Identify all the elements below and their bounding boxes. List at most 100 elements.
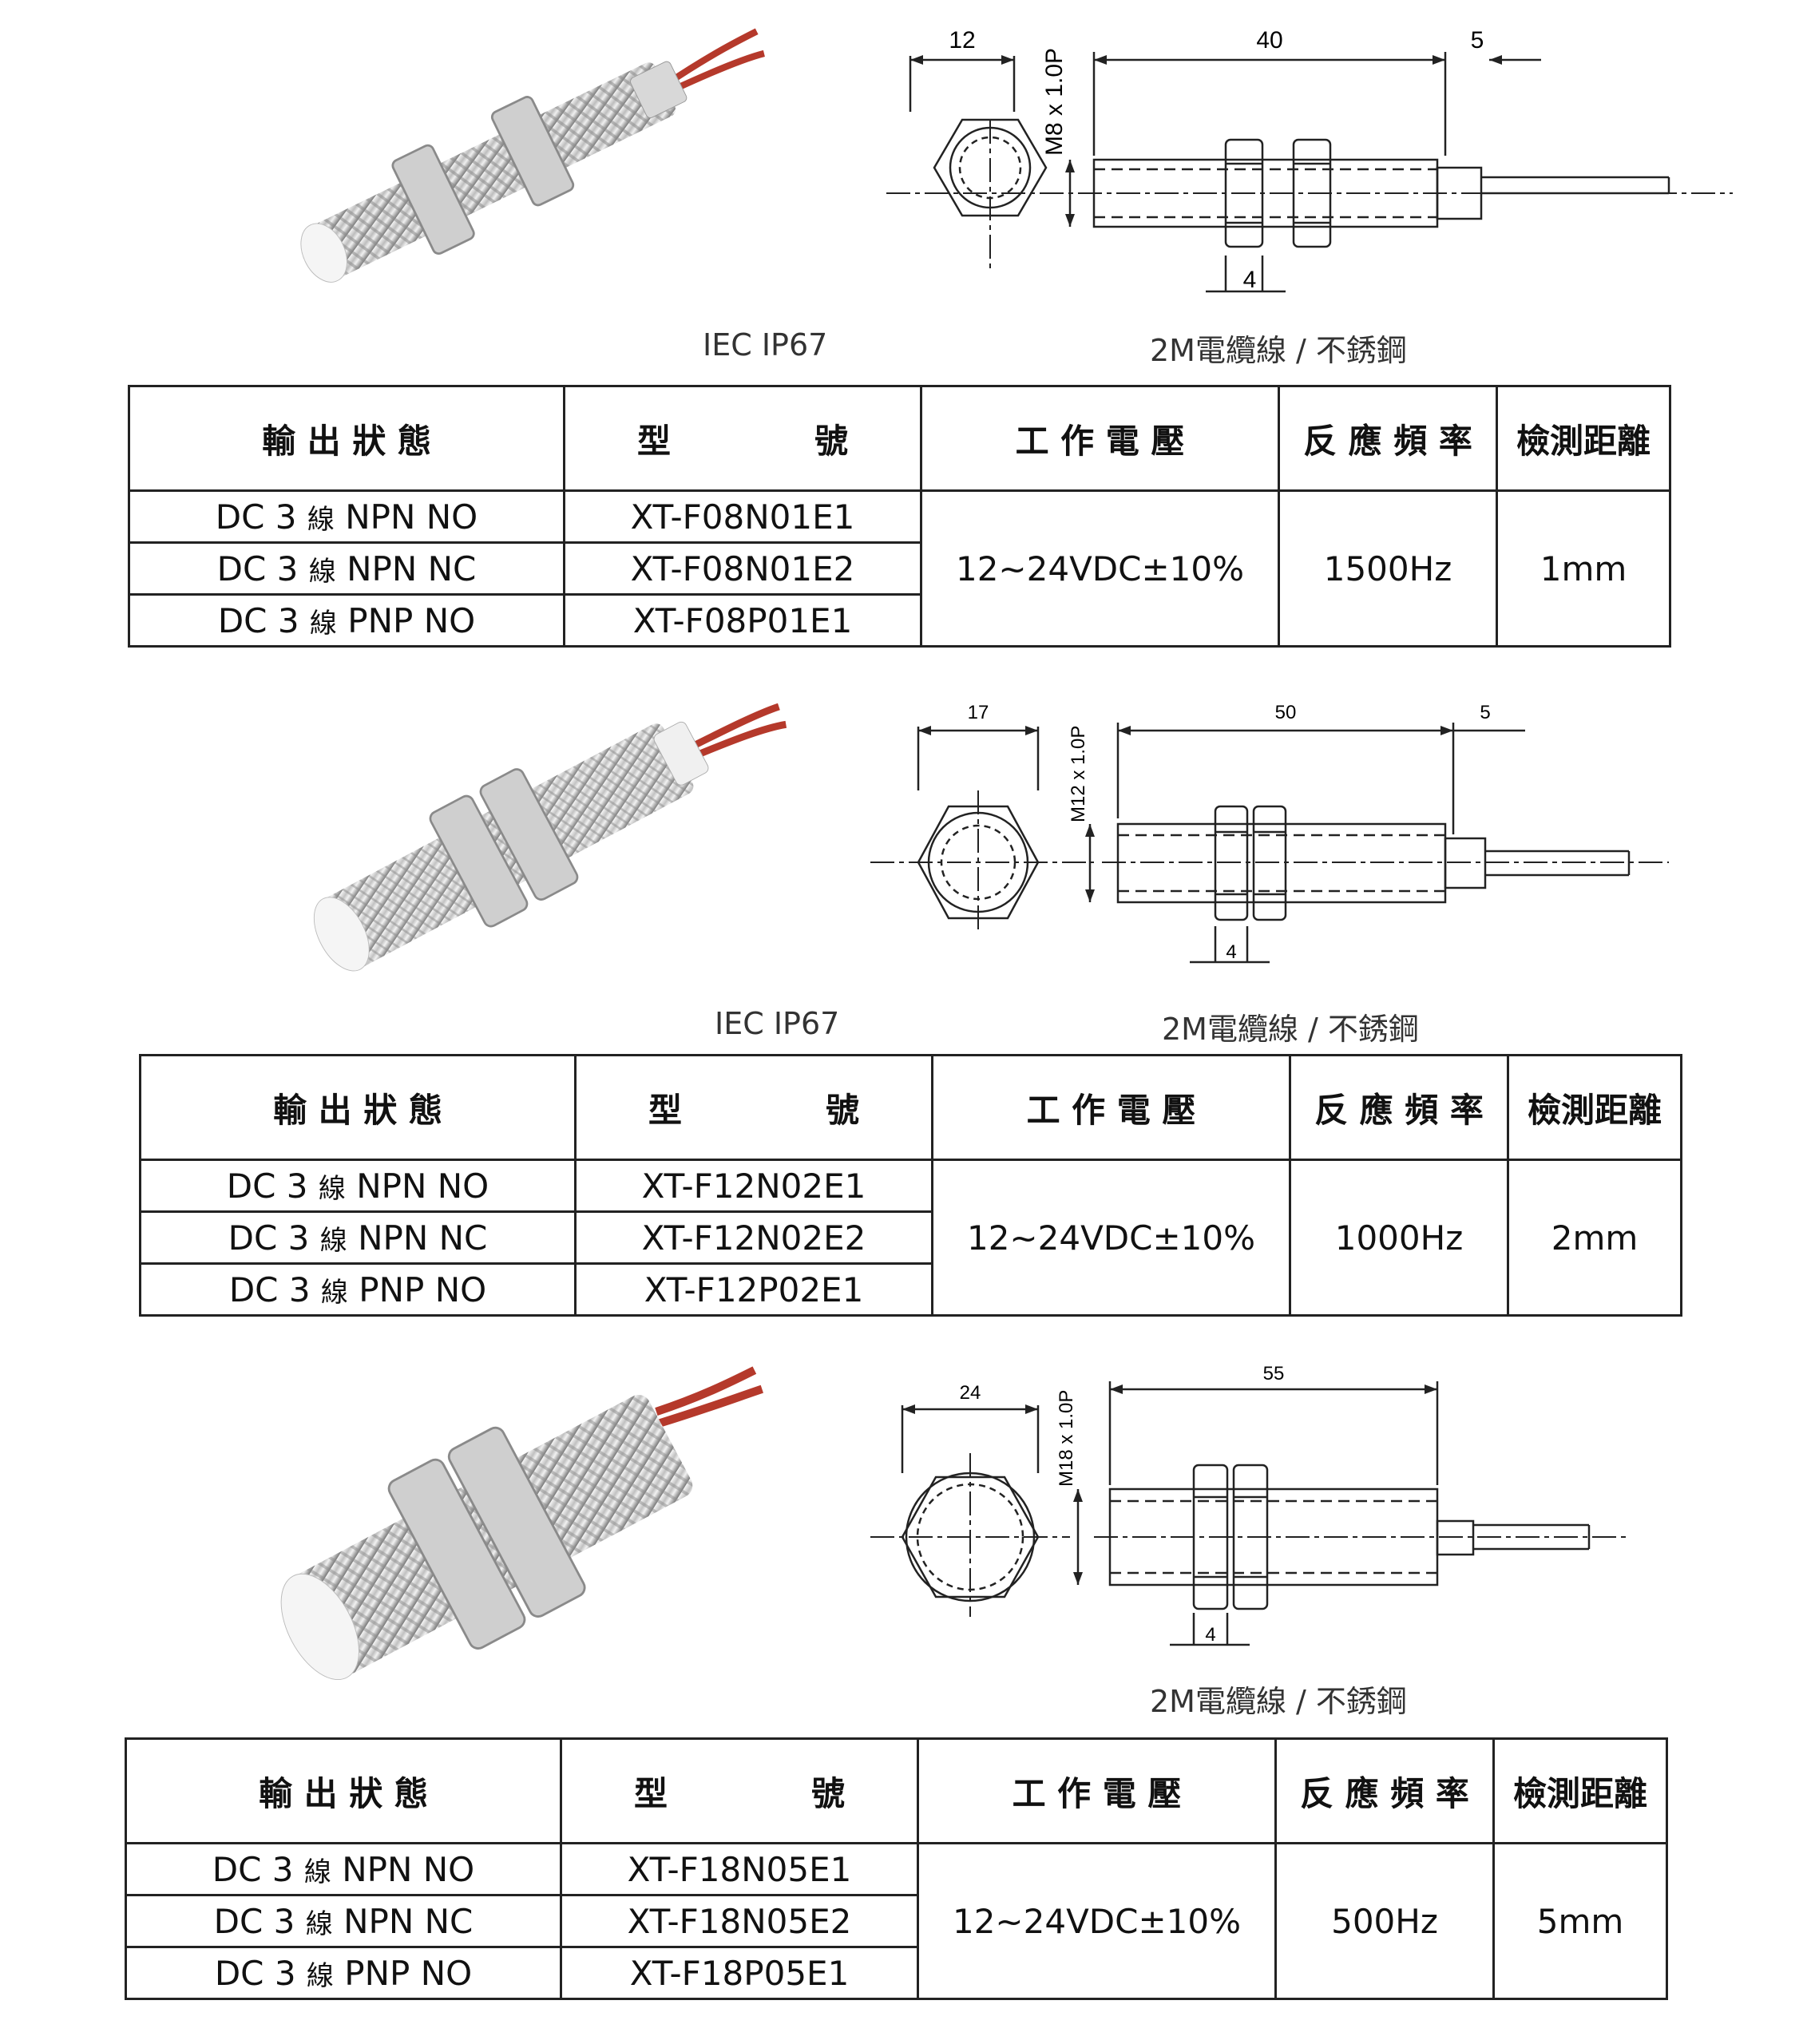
sensor-photo-m8 <box>300 28 765 283</box>
header-model: 型號 <box>574 1054 933 1161</box>
product-section-m8: 12 40 5 4 M8 x 1.0P IEC IP67 2M電纜線 / 不銹鋼… <box>0 0 1811 655</box>
ip-rating: IEC IP67 <box>715 1006 840 1041</box>
output-prefix: DC 3 <box>226 1166 319 1206</box>
distance-cell: 1mm <box>1496 489 1671 648</box>
distance-cell: 5mm <box>1492 1842 1668 2000</box>
output-prefix: DC 3 <box>213 1901 306 1941</box>
distance-cell: 2mm <box>1507 1159 1682 1317</box>
voltage-cell: 12~24VDC±10% <box>917 1842 1277 2000</box>
header-output: 輸 出 狀 態 <box>139 1054 577 1161</box>
dimension-drawing-m12: 17 50 5 4 M12 x 1.0P <box>870 702 1669 964</box>
table-row: DC 3 線 NPN NC XT-F18N05E2 <box>125 1894 1667 1948</box>
table-row: DC 3 線 NPN NO XT-F18N05E1 12~24VDC±10% 5… <box>125 1842 1668 2000</box>
output-wire: 線 <box>308 555 336 588</box>
header-distance: 檢測距離 <box>1492 1737 1668 1844</box>
product-section-m18: 24 55 4 M18 x 1.0P 2M電纜線 / 不銹鋼 輸 出 狀 態 型… <box>0 1349 1811 2044</box>
output-prefix: DC 3 <box>215 497 307 537</box>
output-suffix: NPN NO <box>345 1166 489 1206</box>
header-model-right: 號 <box>810 1773 845 1813</box>
header-distance: 檢測距離 <box>1496 385 1671 492</box>
dim-thread-label: M8 x 1.0P <box>1041 48 1068 156</box>
model-cell: XT-F18N05E1 <box>560 1842 919 1896</box>
output-suffix: NPN NO <box>334 497 478 537</box>
cable-material-caption: 2M電纜線 / 不銹鋼 <box>1150 1684 1407 1719</box>
table-row: DC 3 線 PNP NO XT-F08P01E1 <box>128 593 1670 648</box>
header-output-text: 輸 出 狀 態 <box>259 1773 428 1813</box>
header-voltage-text: 工 作 電 壓 <box>1026 1090 1196 1130</box>
header-distance-text: 檢測距離 <box>1527 1090 1662 1130</box>
frequency-cell: 1000Hz <box>1289 1159 1509 1317</box>
output-prefix: DC 3 <box>216 549 309 588</box>
cable-material-caption: 2M電纜線 / 不銹鋼 <box>1150 333 1407 368</box>
dim-hex-label: 12 <box>949 27 975 53</box>
table-row: DC 3 線 NPN NO XT-F08N01E1 12~24VDC±10% 1… <box>128 489 1671 648</box>
dim-nut-label: 4 <box>1226 941 1236 963</box>
cable-material-caption: 2M電纜線 / 不銹鋼 <box>1162 1012 1419 1047</box>
header-frequency: 反 應 頻 率 <box>1274 1737 1495 1844</box>
output-cell: DC 3 線 PNP NO <box>125 1946 562 2000</box>
model-cell: XT-F08P01E1 <box>563 593 922 648</box>
output-suffix: NPN NC <box>332 1901 474 1941</box>
dim-hex-label: 24 <box>960 1382 981 1404</box>
output-suffix: PNP NO <box>347 1270 487 1309</box>
dim-nut-label: 4 <box>1205 1624 1215 1646</box>
voltage-cell: 12~24VDC±10% <box>931 1159 1291 1317</box>
header-output-text: 輸 出 狀 態 <box>262 421 431 461</box>
output-wire: 線 <box>303 1856 331 1888</box>
output-suffix: NPN NC <box>347 1218 488 1258</box>
spec-table-m18: 輸 出 狀 態 型號 工 作 電 壓 反 應 頻 率 檢測距離 DC 3 線 N… <box>125 1737 1668 2000</box>
dim-nut-label: 4 <box>1243 267 1257 293</box>
dim-thread-label: M18 x 1.0P <box>1056 1390 1077 1487</box>
product-section-m12: 17 50 5 4 M12 x 1.0P IEC IP67 2M電纜線 / 不銹… <box>0 679 1811 1333</box>
output-prefix: DC 3 <box>217 600 310 640</box>
dim-tail-label: 5 <box>1471 27 1484 53</box>
output-cell: DC 3 線 NPN NO <box>139 1159 577 1213</box>
output-wire: 線 <box>305 1907 333 1940</box>
model-cell: XT-F08N01E1 <box>563 489 922 544</box>
header-output: 輸 出 狀 態 <box>128 385 565 492</box>
table-row: DC 3 線 NPN NO XT-F12N02E1 12~24VDC±10% 1… <box>139 1159 1682 1317</box>
model-cell: XT-F12N02E1 <box>574 1159 933 1213</box>
table-row: DC 3 線 PNP NO XT-F12P02E1 <box>139 1262 1682 1317</box>
voltage-cell: 12~24VDC±10% <box>920 489 1280 648</box>
header-voltage: 工 作 電 壓 <box>920 385 1280 492</box>
dim-body-label: 55 <box>1263 1365 1285 1384</box>
header-model-left: 型 <box>634 1773 668 1813</box>
header-output-text: 輸 出 狀 態 <box>273 1090 442 1130</box>
header-frequency: 反 應 頻 率 <box>1278 385 1498 492</box>
output-prefix: DC 3 <box>212 1849 304 1889</box>
output-suffix: NPN NC <box>335 549 477 588</box>
header-model: 型號 <box>560 1737 919 1844</box>
output-cell: DC 3 線 PNP NO <box>139 1262 577 1317</box>
header-model: 型號 <box>563 385 922 492</box>
header-distance-text: 檢測距離 <box>1516 421 1651 461</box>
output-prefix: DC 3 <box>228 1270 321 1309</box>
header-distance: 檢測距離 <box>1507 1054 1682 1161</box>
sensor-photo-m18 <box>280 1366 763 1681</box>
output-cell: DC 3 線 NPN NO <box>128 489 565 544</box>
output-wire: 線 <box>319 1224 347 1257</box>
frequency-cell: 500Hz <box>1274 1842 1495 2000</box>
header-frequency-text: 反 應 頻 率 <box>1303 421 1472 461</box>
output-prefix: DC 3 <box>214 1953 307 1993</box>
model-cell: XT-F18P05E1 <box>560 1946 919 2000</box>
header-output: 輸 出 狀 態 <box>125 1737 562 1844</box>
table-row: DC 3 線 PNP NO XT-F18P05E1 <box>125 1946 1667 2000</box>
table-row: DC 3 線 NPN NC XT-F12N02E2 <box>139 1210 1682 1265</box>
ip-rating: IEC IP67 <box>703 327 828 362</box>
spec-table-m8: 輸 出 狀 態 型號 工 作 電 壓 反 應 頻 率 檢測距離 DC 3 線 N… <box>128 385 1671 648</box>
output-suffix: NPN NO <box>331 1849 475 1889</box>
model-cell: XT-F12N02E2 <box>574 1210 933 1265</box>
header-model-right: 號 <box>814 421 848 461</box>
table-row: DC 3 線 NPN NC XT-F08N01E2 <box>128 541 1670 596</box>
header-model-left: 型 <box>648 1090 683 1130</box>
header-voltage: 工 作 電 壓 <box>931 1054 1291 1161</box>
output-wire: 線 <box>309 607 337 640</box>
header-voltage-text: 工 作 電 壓 <box>1012 1773 1182 1813</box>
header-frequency: 反 應 頻 率 <box>1289 1054 1509 1161</box>
output-wire: 線 <box>306 1959 334 1992</box>
header-voltage: 工 作 電 壓 <box>917 1737 1277 1844</box>
output-wire: 線 <box>318 1172 346 1205</box>
dim-body-label: 40 <box>1256 27 1282 53</box>
model-cell: XT-F18N05E2 <box>560 1894 919 1948</box>
